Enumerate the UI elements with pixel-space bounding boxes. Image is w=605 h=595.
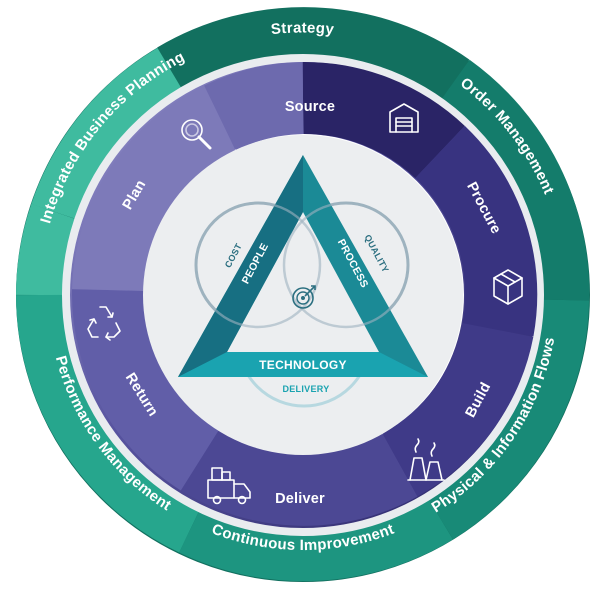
factory-icon [407, 438, 445, 481]
target-icon [292, 285, 316, 309]
inner-segment-return [71, 289, 220, 491]
inner-segment-procure [414, 125, 538, 337]
inner-label-source: Source [285, 99, 335, 115]
recycle-icon [87, 306, 121, 341]
inner-segment-build [381, 322, 534, 497]
inner-segment-plan [72, 85, 237, 292]
outer-segment-order [440, 59, 590, 301]
warehouse-icon [389, 103, 419, 133]
triangle-technology: TECHNOLOGY [259, 358, 347, 372]
outer-segment-flows [426, 299, 589, 540]
inner-segment-source [302, 61, 465, 179]
outer-segment-performance [16, 294, 202, 553]
triangle-inner [227, 212, 379, 352]
circle-delivery: DELIVERY [282, 384, 329, 394]
inner-ring [70, 61, 538, 528]
outer-segment-strategy [157, 7, 470, 101]
outer-ring [16, 7, 590, 582]
magnifier-icon [181, 119, 212, 150]
triangle [178, 155, 428, 377]
box-icon [493, 269, 523, 305]
outer-label-strategy: Strategy [270, 19, 335, 38]
inner-label-deliver: Deliver [275, 491, 325, 507]
delivery-truck-icon [207, 467, 251, 505]
svg-text:Strategy: Strategy [270, 19, 335, 38]
outer-segment-continuous [179, 496, 453, 582]
